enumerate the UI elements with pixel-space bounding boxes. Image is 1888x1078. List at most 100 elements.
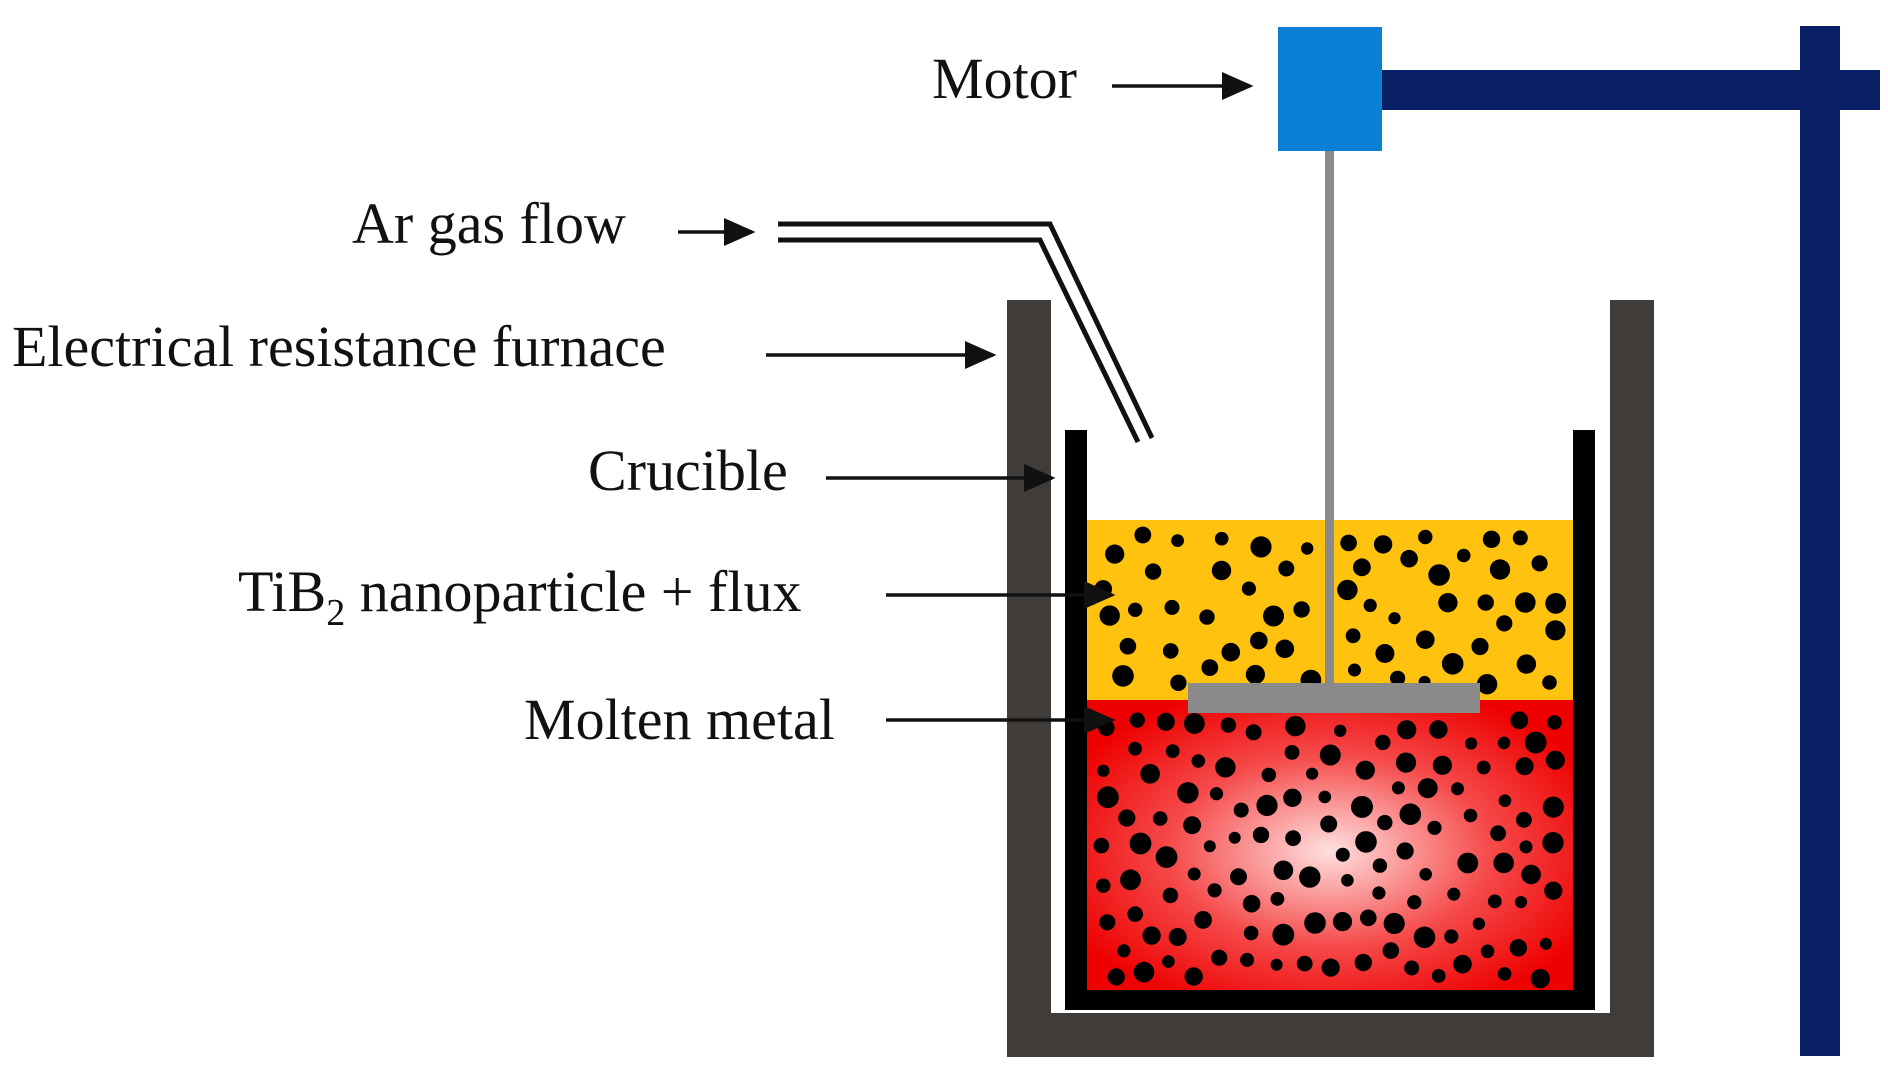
- particle: [1097, 786, 1119, 809]
- particle: [1471, 637, 1489, 656]
- particle: [1263, 605, 1284, 627]
- particle: [1429, 720, 1448, 739]
- particle: [1142, 926, 1161, 945]
- furnace-label: Electrical resistance furnace: [12, 314, 666, 379]
- particle: [1203, 840, 1216, 853]
- particle: [1396, 842, 1414, 860]
- particle: [1404, 960, 1420, 976]
- particle: [1240, 952, 1255, 967]
- particle: [1306, 767, 1319, 780]
- particle: [1438, 593, 1458, 613]
- particle: [1304, 912, 1326, 934]
- particle: [1250, 631, 1268, 650]
- particle: [1220, 717, 1237, 733]
- particle: [1228, 831, 1241, 844]
- particle: [1431, 969, 1446, 983]
- molten-particles: [1093, 711, 1565, 989]
- particle: [1211, 949, 1228, 966]
- particle: [1144, 563, 1162, 580]
- particle: [1321, 958, 1340, 977]
- particle: [1545, 593, 1567, 614]
- particle: [1531, 555, 1548, 572]
- particle: [1233, 802, 1249, 818]
- particle: [1400, 549, 1418, 568]
- particle: [1128, 741, 1142, 756]
- particle: [1515, 592, 1536, 613]
- particle: [1201, 659, 1219, 676]
- particle: [1215, 757, 1236, 778]
- particle: [1496, 615, 1513, 632]
- particle: [1413, 926, 1436, 949]
- tib2-subscript: 2: [326, 592, 345, 634]
- particle: [1209, 787, 1224, 801]
- particle: [1170, 674, 1187, 691]
- particle: [1363, 598, 1377, 613]
- tib2-suffix: nanoparticle + flux: [345, 559, 801, 624]
- particle: [1337, 579, 1358, 601]
- particle: [1332, 912, 1353, 932]
- stirrer-shaft: [1325, 151, 1334, 691]
- particle: [1230, 868, 1247, 886]
- particle: [1427, 820, 1442, 835]
- particle: [1340, 534, 1357, 552]
- particle: [1162, 643, 1179, 659]
- particle: [1285, 830, 1301, 847]
- particle: [1319, 744, 1341, 766]
- particle: [1383, 912, 1405, 935]
- particle: [1545, 750, 1565, 770]
- particle: [1476, 760, 1491, 775]
- particle: [1351, 795, 1373, 818]
- particle: [1416, 630, 1435, 649]
- particle: [1497, 736, 1511, 750]
- particle: [1199, 609, 1215, 625]
- particle: [1465, 737, 1478, 750]
- particle: [1119, 637, 1137, 655]
- particle: [1184, 967, 1203, 986]
- particle: [1372, 886, 1386, 900]
- particle: [1270, 892, 1285, 906]
- particle: [1318, 790, 1332, 804]
- particle: [1183, 816, 1202, 835]
- particle: [1447, 887, 1461, 901]
- stand-horizontal-arm: [1375, 70, 1880, 110]
- particle: [1453, 954, 1472, 974]
- particle: [1516, 811, 1532, 828]
- particle: [1285, 715, 1306, 737]
- particle: [1456, 548, 1471, 563]
- stand-vertical-post: [1800, 26, 1840, 1056]
- particle: [1171, 534, 1184, 547]
- particle: [1211, 560, 1232, 581]
- particle: [1120, 869, 1141, 891]
- particle: [1097, 764, 1110, 777]
- particle: [1354, 953, 1373, 972]
- particle: [1140, 764, 1160, 784]
- particle: [1390, 670, 1406, 686]
- particle: [1524, 731, 1547, 754]
- particle: [1261, 767, 1277, 783]
- particle: [1221, 642, 1241, 662]
- flux-particles: [1094, 526, 1567, 695]
- particle: [1419, 868, 1432, 881]
- particle: [1093, 837, 1110, 854]
- particle: [1542, 675, 1557, 690]
- particle: [1375, 734, 1391, 751]
- particle: [1451, 782, 1464, 796]
- particle: [1530, 969, 1551, 989]
- particle: [1391, 781, 1405, 795]
- particle: [1360, 909, 1377, 927]
- particle: [1162, 887, 1179, 904]
- particle: [1544, 881, 1563, 900]
- particle: [1098, 719, 1115, 736]
- particle: [1490, 825, 1506, 842]
- particle: [1134, 526, 1152, 544]
- particle: [1515, 757, 1534, 776]
- particle: [1493, 852, 1514, 874]
- particle: [1377, 814, 1393, 831]
- particle: [1512, 530, 1528, 546]
- particle: [1457, 852, 1479, 874]
- particle: [1480, 944, 1495, 959]
- particle: [1191, 754, 1206, 768]
- particle: [1207, 883, 1222, 898]
- particle: [1117, 944, 1131, 958]
